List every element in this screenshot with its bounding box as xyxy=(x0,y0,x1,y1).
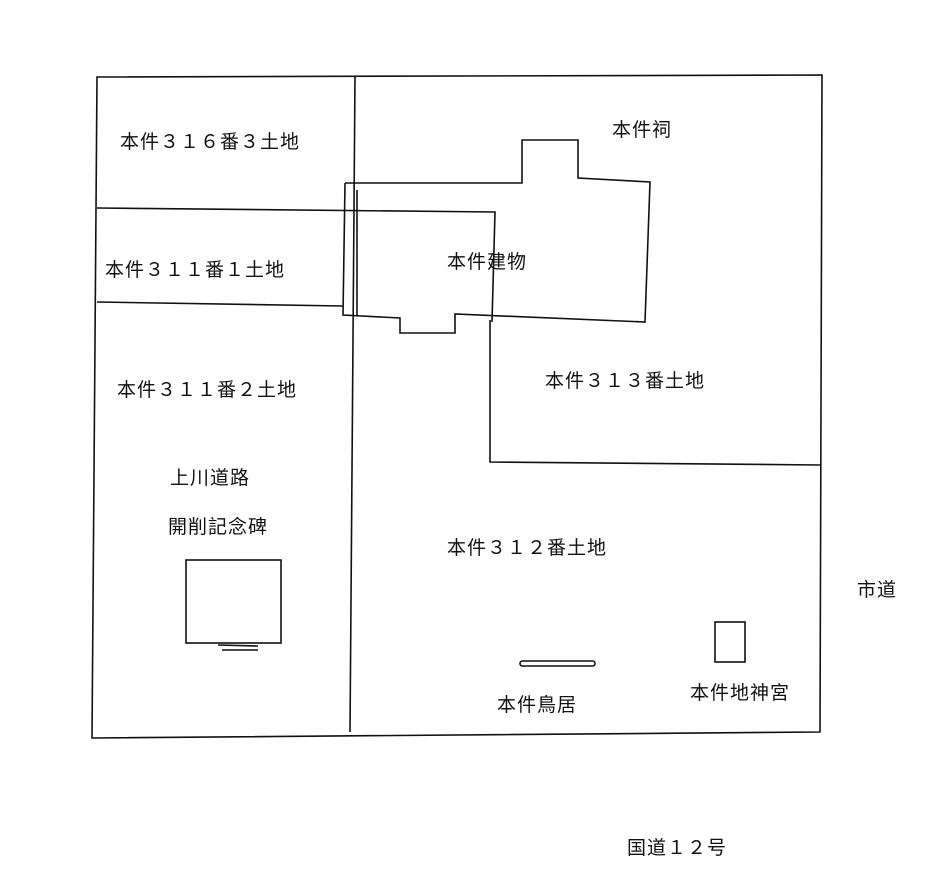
label-torii: 本件鳥居 xyxy=(497,694,578,716)
label-lot-312: 本件３１２番土地 xyxy=(447,537,608,559)
label-monument-line1: 上川道路 xyxy=(170,467,251,489)
label-lot-311-1: 本件３１１番１土地 xyxy=(105,259,286,281)
label-lot-313: 本件３１３番土地 xyxy=(545,370,706,392)
label-shrine: 本件祠 xyxy=(612,119,673,141)
lot-316-3-boundary xyxy=(96,207,496,323)
divider-vertical xyxy=(349,76,356,733)
lot-311-1-boundary xyxy=(96,301,344,307)
lot-313-boundary xyxy=(489,320,821,466)
outer-boundary xyxy=(91,74,823,739)
monument-icon xyxy=(185,559,282,644)
label-national-route: 国道１２号 xyxy=(627,837,728,859)
jijingu-icon xyxy=(714,621,746,663)
label-lot-311-2: 本件３１１番２土地 xyxy=(117,379,298,401)
label-building: 本件建物 xyxy=(447,251,528,273)
label-monument-line2: 開削記念碑 xyxy=(168,516,269,538)
label-jijingu: 本件地神宮 xyxy=(690,682,791,704)
label-lot-316-3: 本件３１６番３土地 xyxy=(120,131,301,153)
label-city-road: 市道 xyxy=(857,579,898,601)
building-outline xyxy=(342,139,651,334)
monument-base-icon xyxy=(217,644,259,651)
torii-icon xyxy=(519,660,596,667)
